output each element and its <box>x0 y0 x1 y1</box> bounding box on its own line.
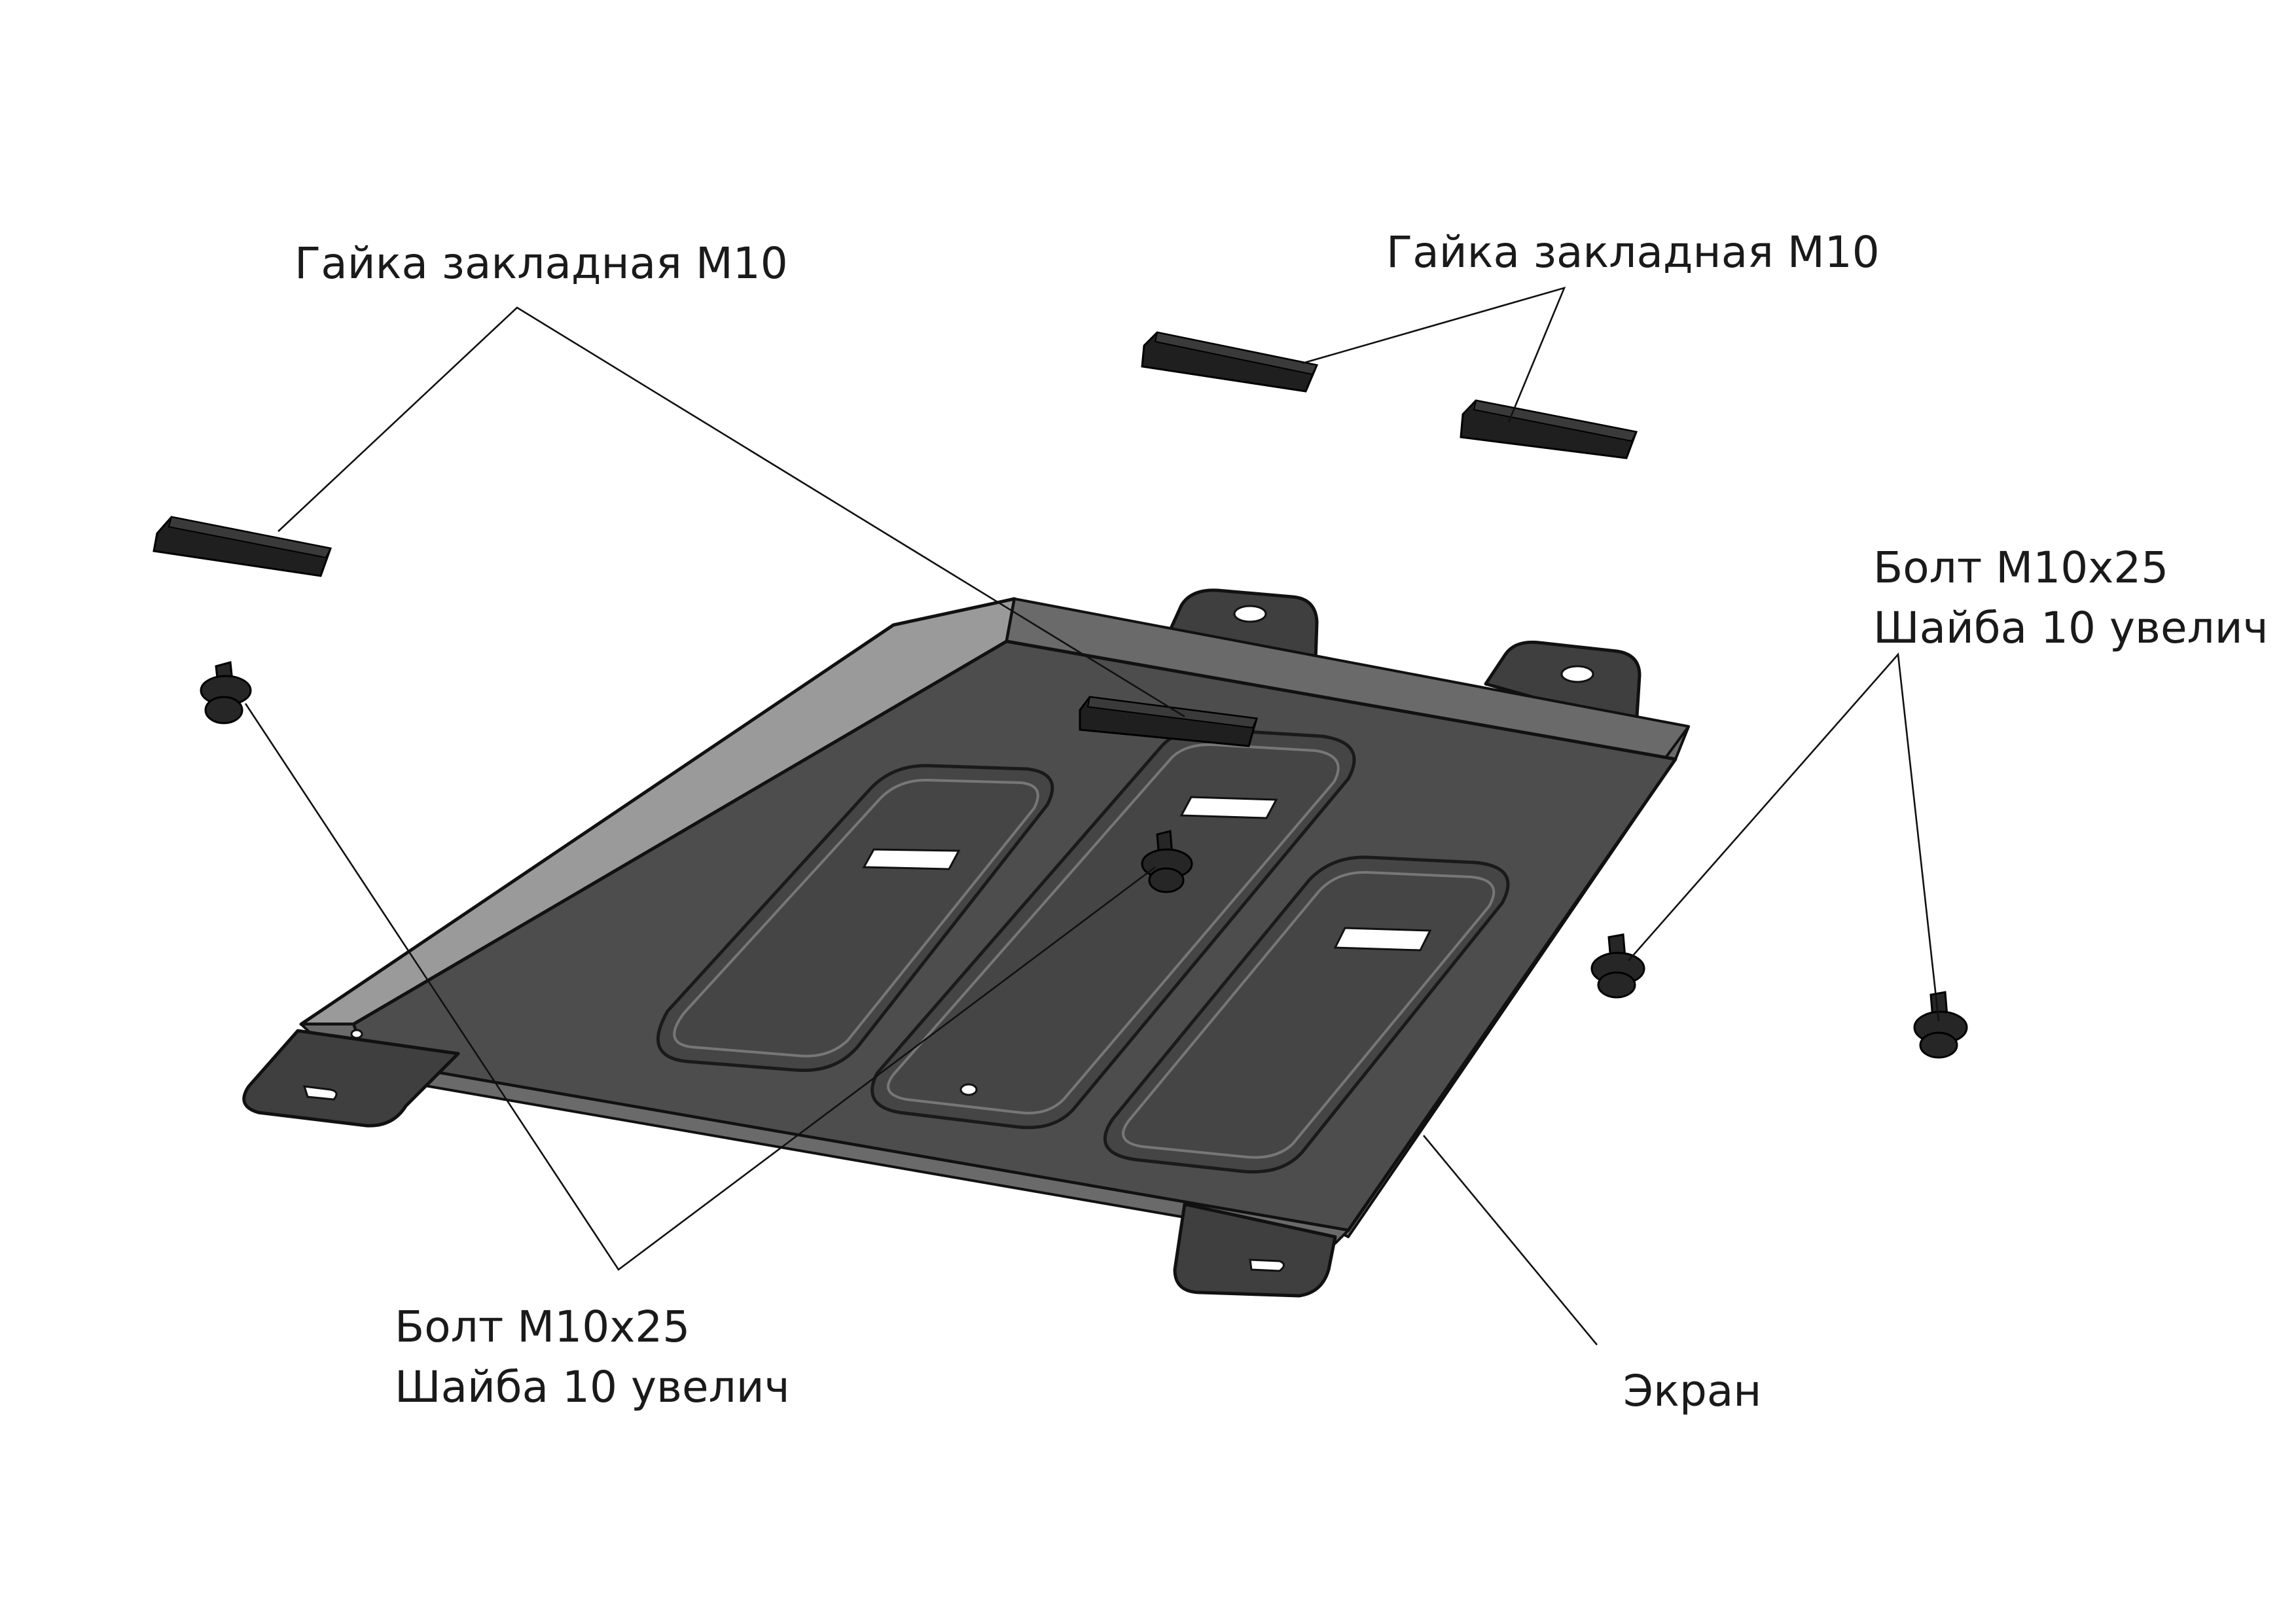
label-nut-right: Гайка закладная М10 <box>1386 227 1880 277</box>
nut-upper-right-1 <box>1141 331 1319 393</box>
nut-left <box>152 516 332 577</box>
label-screen: Экран <box>1623 1366 1762 1416</box>
skid-plate <box>242 588 1690 1298</box>
label-bolt-bottom-line1: Болт М10х25 <box>395 1302 691 1352</box>
plate-hole-left <box>350 1029 363 1039</box>
leader-nut-right <box>1302 287 1566 423</box>
label-bolt-bottom: Болт М10х25 Шайба 10 увелич <box>395 1297 790 1418</box>
label-nut-left: Гайка закладная М10 <box>295 238 788 289</box>
plate-tab-rear-right-hole <box>1560 665 1594 683</box>
label-bolt-right: Болт М10х25 Шайба 10 увелич <box>1873 538 2269 658</box>
bolt-center <box>1141 830 1193 893</box>
plate-tab-rear-left-hole <box>1233 605 1267 623</box>
bolt-right-1 <box>1590 933 1645 999</box>
plate-rib-left-inner <box>673 778 1039 1058</box>
nut-on-plate <box>1079 696 1258 747</box>
plate-slot-left <box>862 848 961 870</box>
bolt-right-2 <box>1913 991 1968 1059</box>
leader-bolt-bottom <box>244 703 1156 1271</box>
plate-rib-center-inner <box>887 743 1340 1115</box>
leader-bolt-right <box>1628 652 1940 1022</box>
nut-upper-right-2 <box>1460 399 1638 459</box>
leader-screen <box>1422 1135 1598 1346</box>
plate-tab-front-right-slot <box>1249 1258 1285 1272</box>
plate-hole-center <box>960 1083 978 1096</box>
label-bolt-bottom-line2: Шайба 10 увелич <box>395 1362 790 1412</box>
leader-nut-left <box>278 306 1185 718</box>
leader-lines <box>244 287 1940 1346</box>
bolt-left <box>200 661 252 724</box>
plate-slot-right <box>1333 927 1432 952</box>
label-bolt-right-line2: Шайба 10 увелич <box>1873 603 2269 653</box>
plate-rib-left <box>656 764 1054 1073</box>
plate-tab-front-left-slot <box>302 1085 338 1101</box>
label-bolt-right-line1: Болт М10х25 <box>1873 543 2169 593</box>
plate-tab-front-right <box>1173 1202 1337 1298</box>
plate-tab-front-left <box>242 1029 460 1128</box>
plate-tab-rear-right <box>1484 640 1641 728</box>
plate-rib-right-inner <box>1122 870 1496 1159</box>
plate-slot-center <box>1179 796 1278 819</box>
